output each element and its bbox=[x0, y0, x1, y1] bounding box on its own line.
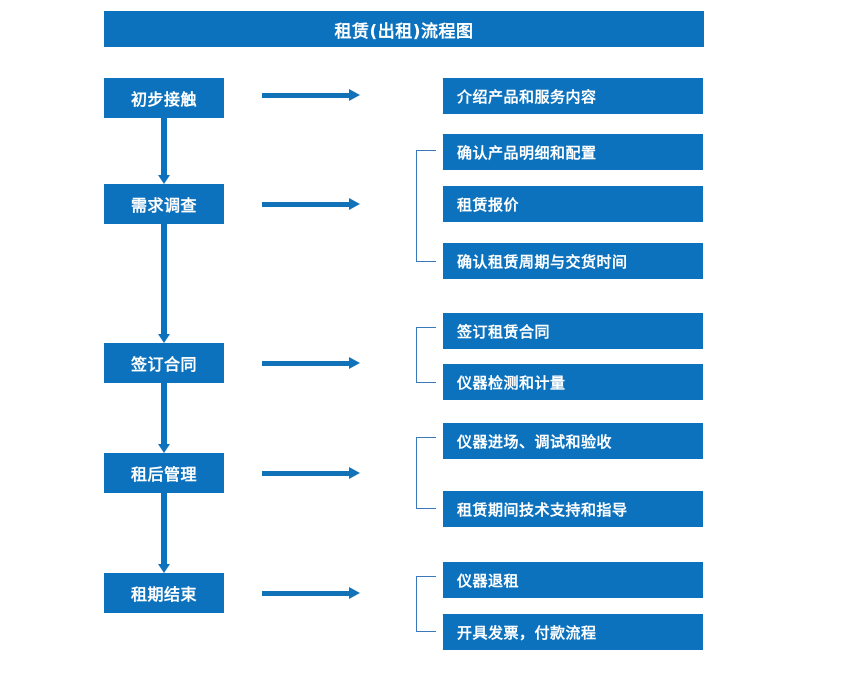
down-arrow-icon bbox=[158, 493, 170, 573]
stage-box-sign-contract[interactable]: 签订合同 bbox=[104, 343, 224, 383]
stage-box-rental-end[interactable]: 租期结束 bbox=[104, 573, 224, 613]
detail-box-instrument-return[interactable]: 仪器退租 bbox=[443, 562, 703, 598]
down-arrow-icon bbox=[158, 118, 170, 184]
stage-box-requirement-survey[interactable]: 需求调查 bbox=[104, 184, 224, 224]
right-arrow-icon bbox=[262, 198, 360, 210]
detail-box-introduce-products[interactable]: 介绍产品和服务内容 bbox=[443, 78, 703, 114]
right-arrow-icon bbox=[262, 357, 360, 369]
page-title: 租赁(出租)流程图 bbox=[104, 11, 704, 47]
right-arrow-icon bbox=[262, 89, 360, 101]
group-bracket bbox=[416, 327, 436, 383]
detail-box-technical-support[interactable]: 租赁期间技术支持和指导 bbox=[443, 491, 703, 527]
group-bracket bbox=[416, 150, 436, 262]
right-arrow-icon bbox=[262, 587, 360, 599]
stage-box-initial-contact[interactable]: 初步接触 bbox=[104, 78, 224, 118]
down-arrow-icon bbox=[158, 224, 170, 343]
detail-box-rental-quotation[interactable]: 租赁报价 bbox=[443, 186, 703, 222]
detail-box-instrument-entry-commissioning[interactable]: 仪器进场、调试和验收 bbox=[443, 423, 703, 459]
detail-box-sign-rental-contract[interactable]: 签订租赁合同 bbox=[443, 313, 703, 349]
down-arrow-icon bbox=[158, 383, 170, 453]
right-arrow-icon bbox=[262, 467, 360, 479]
stage-box-post-rental-management[interactable]: 租后管理 bbox=[104, 453, 224, 493]
detail-box-confirm-product-details[interactable]: 确认产品明细和配置 bbox=[443, 134, 703, 170]
detail-box-instrument-inspection[interactable]: 仪器检测和计量 bbox=[443, 364, 703, 400]
group-bracket bbox=[416, 576, 436, 632]
detail-box-invoice-payment[interactable]: 开具发票，付款流程 bbox=[443, 614, 703, 650]
group-bracket bbox=[416, 437, 436, 509]
detail-box-confirm-period-delivery[interactable]: 确认租赁周期与交货时间 bbox=[443, 243, 703, 279]
